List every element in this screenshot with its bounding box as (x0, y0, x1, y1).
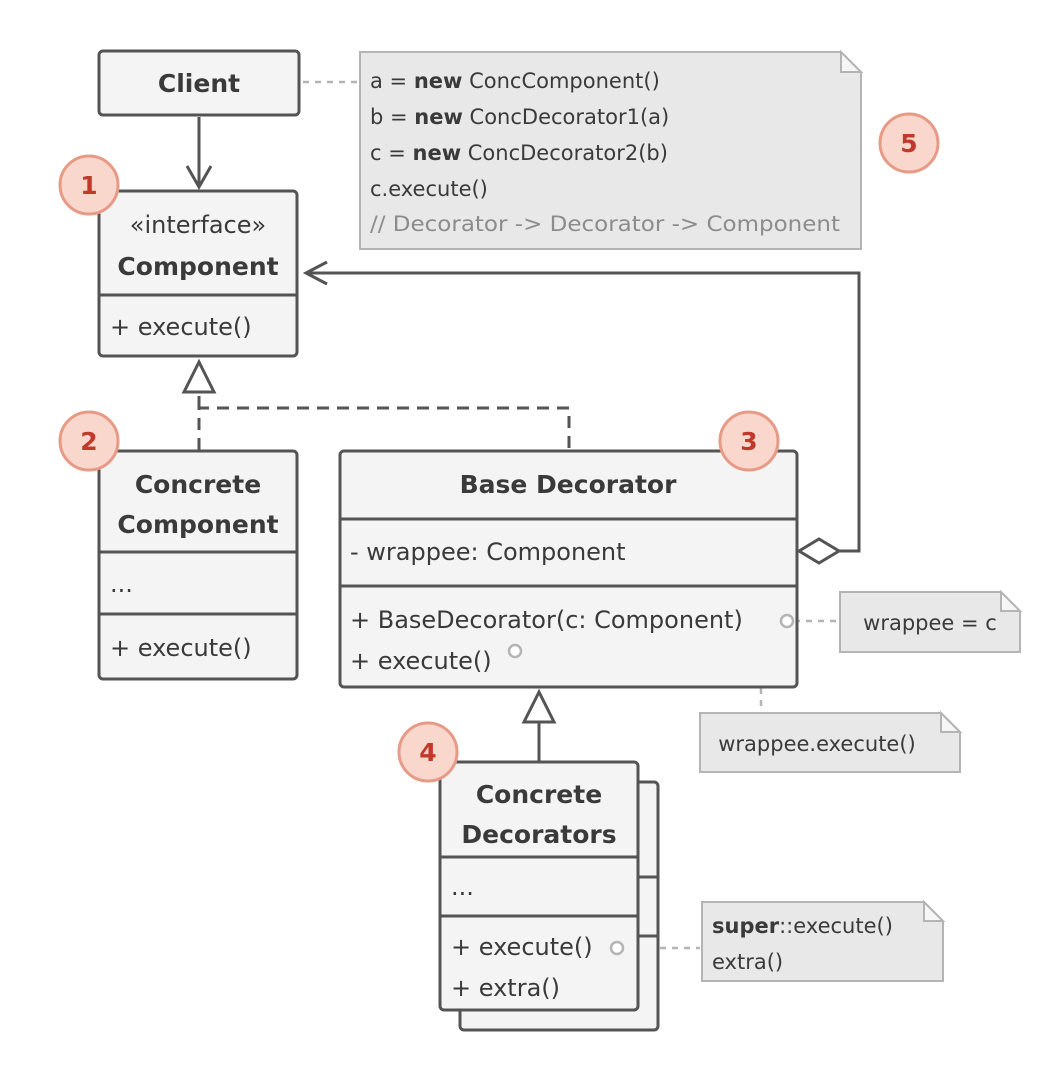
concrete-decorators-title-line2: Decorators (461, 820, 616, 849)
concrete-component-title-line1: Concrete (135, 470, 261, 499)
base-decorator-constructor: + BaseDecorator(c: Component) (350, 606, 743, 634)
concrete-decorators-execute: + execute() (451, 933, 593, 961)
badge-2: 2 (58, 410, 120, 472)
base-decorator-box: Base Decorator - wrappee: Component + Ba… (338, 449, 799, 689)
badge-5: 5 (878, 112, 940, 174)
concrete-decorators-title-line1: Concrete (476, 780, 602, 809)
badge-1-number: 1 (80, 171, 97, 200)
client-code-line-1: a = new ConcComponent() (370, 69, 660, 93)
component-stereotype: «interface» (130, 211, 266, 239)
client-code-line-4: c.execute() (370, 177, 488, 201)
client-title: Client (158, 69, 240, 98)
badge-1: 1 (58, 154, 120, 216)
realization-arrow (181, 358, 571, 450)
badge-3-number: 3 (740, 427, 757, 456)
component-title: Component (117, 252, 278, 281)
concrete-execute-note-line1: super::execute() (712, 914, 893, 938)
concrete-component-field: ... (110, 570, 133, 598)
badge-4-number: 4 (419, 738, 436, 767)
constructor-note-text: wrappee = c (863, 611, 997, 635)
badge-2-number: 2 (80, 427, 97, 456)
client-code-line-2: b = new ConcDecorator1(a) (370, 105, 669, 129)
concrete-component-method: + execute() (110, 634, 252, 662)
badge-3: 3 (718, 410, 780, 472)
execute-note-text: wrappee.execute() (718, 732, 916, 756)
client-code-note: a = new ConcComponent() b = new ConcDeco… (359, 49, 864, 250)
component-interface-box: «interface» Component + execute() (97, 189, 299, 358)
client-component-association (185, 117, 213, 191)
concrete-component-box: Concrete Component ... + execute() (97, 449, 299, 681)
concrete-execute-note-line2: extra() (712, 950, 783, 974)
execute-note: wrappee.execute() (699, 710, 963, 773)
concrete-decorators-field: ... (451, 873, 474, 901)
note-anchors (507, 613, 795, 956)
concrete-decorators-box: Concrete Decorators ... + execute() + ex… (438, 760, 660, 1032)
concrete-decorators-extra: + extra() (451, 974, 560, 1002)
base-decorator-title: Base Decorator (460, 470, 677, 499)
base-decorator-field: - wrappee: Component (350, 538, 626, 566)
component-method: + execute() (110, 313, 252, 341)
client-box: Client (97, 49, 301, 117)
aggregation-arrow (302, 260, 861, 565)
base-decorator-execute: + execute() (350, 647, 492, 675)
constructor-note: wrappee = c (839, 589, 1023, 653)
client-code-line-3: c = new ConcDecorator2(b) (370, 141, 668, 165)
client-code-comment: // Decorator -> Decorator -> Component (370, 212, 840, 236)
concrete-execute-note: super::execute() extra() (701, 899, 946, 982)
inheritance-arrow (521, 688, 557, 762)
concrete-component-title-line2: Component (117, 510, 278, 539)
badge-5-number: 5 (900, 129, 917, 158)
badge-4: 4 (397, 721, 459, 783)
